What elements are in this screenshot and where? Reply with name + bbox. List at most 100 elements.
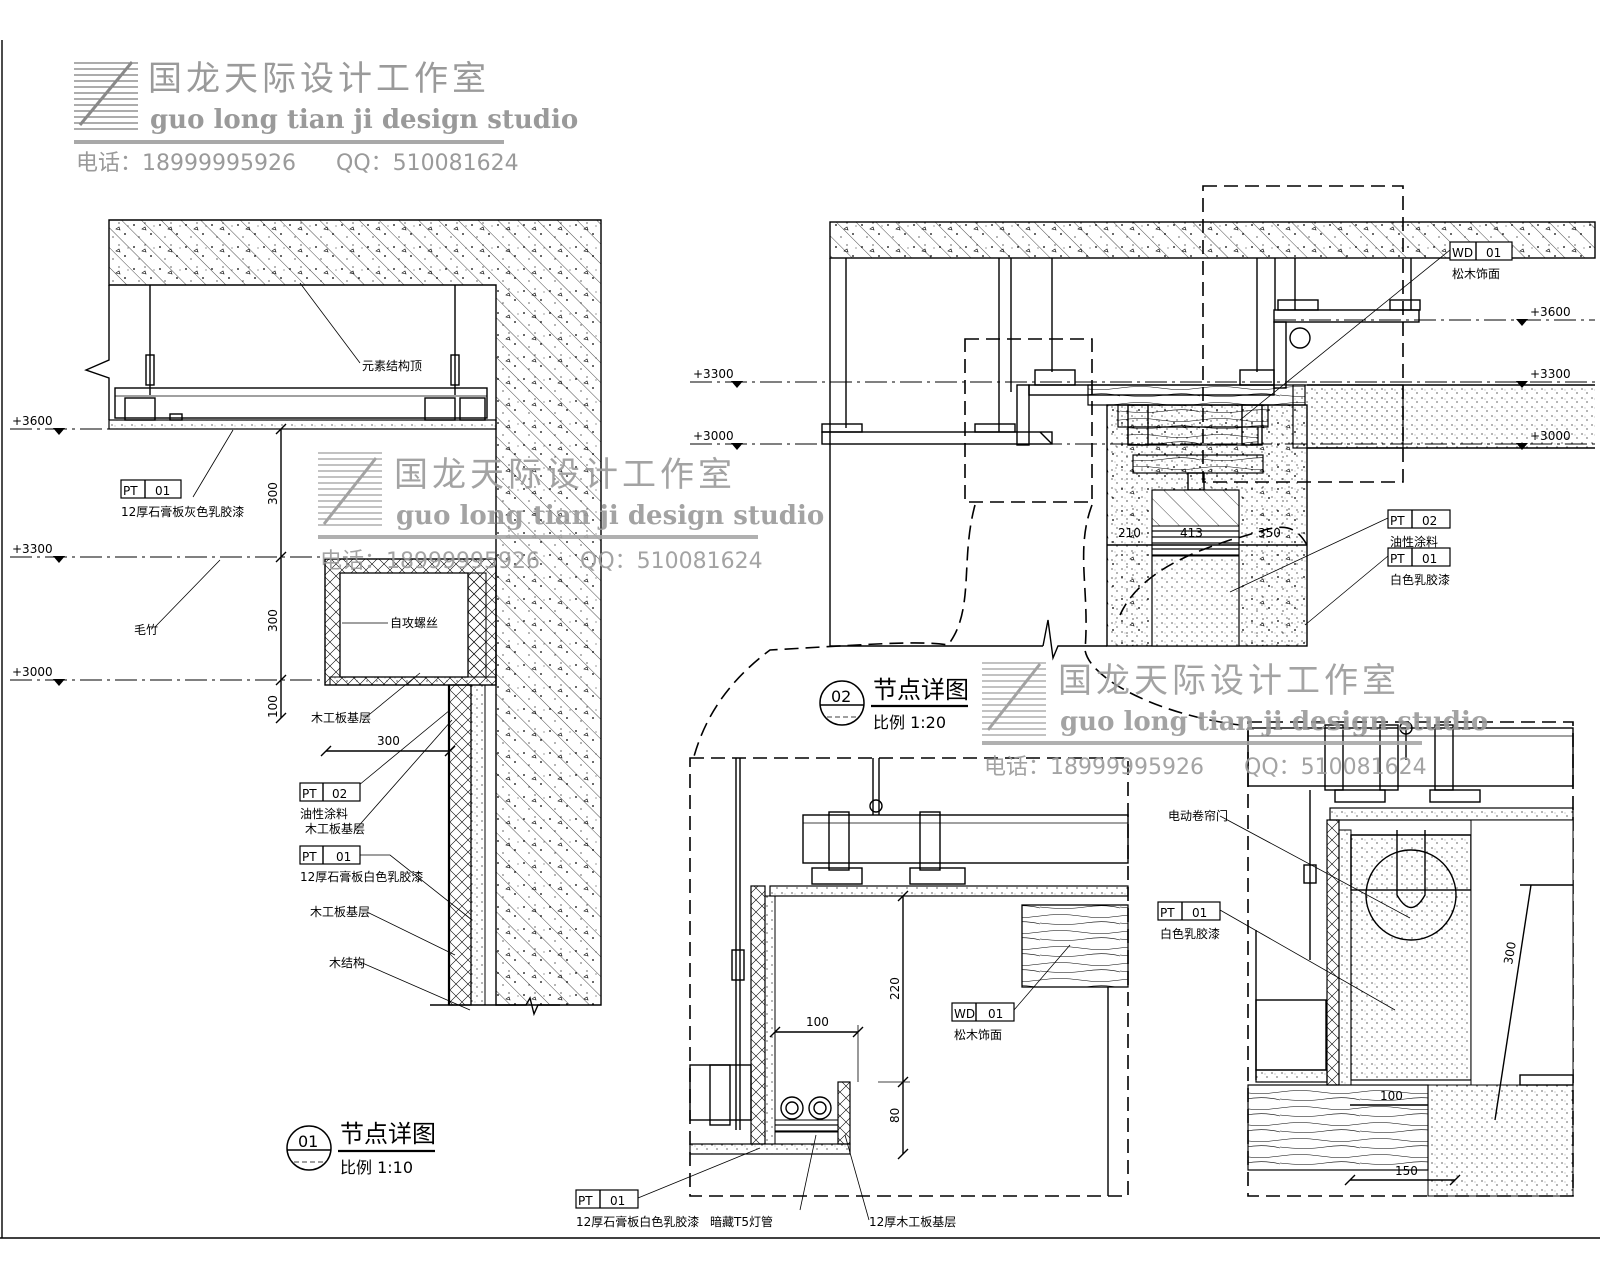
- label-t5: 暗藏T5灯管: [710, 1214, 773, 1229]
- label-wood-base-3: 木工板基层: [310, 905, 370, 919]
- dim-210: 210: [1118, 526, 1141, 540]
- tag-pt01-d4: PT 01: [1157, 901, 1221, 921]
- svg-text:PT: PT: [1390, 552, 1405, 566]
- label-pine-d3: 松木饰面: [954, 1028, 1002, 1042]
- tag-pt02-d2: PT 02: [1387, 509, 1451, 529]
- svg-text:01: 01: [988, 1007, 1003, 1021]
- detail-02-title: 02 节点详图 比例 1:20: [819, 676, 969, 732]
- svg-text:01: 01: [610, 1194, 625, 1208]
- tag-pt01-white: PT 01: [299, 845, 361, 865]
- svg-text:国龙天际设计工作室: 国龙天际设计工作室: [394, 455, 736, 495]
- level-3600-right-d2: +3600: [1516, 305, 1571, 326]
- svg-text:02: 02: [332, 787, 347, 801]
- svg-text:PT: PT: [302, 787, 317, 801]
- level-3300-marker: +3300: [12, 542, 65, 563]
- dim-100: 100: [266, 695, 280, 718]
- level-3600-marker: +3600: [12, 414, 65, 435]
- label-white-latex-d2: 白色乳胶漆: [1390, 572, 1450, 587]
- svg-text:guo long tian ji design studio: guo long tian ji design studio: [396, 501, 824, 531]
- dim-220: 220: [888, 977, 902, 1000]
- watermark-cn: 国龙天际设计工作室: [148, 59, 490, 99]
- level-3300-left-d2: +3300: [693, 367, 743, 388]
- dim-300-horizontal: 300: [377, 734, 400, 748]
- tag-pt02: PT 02: [299, 782, 361, 802]
- svg-text:+3000: +3000: [693, 429, 734, 443]
- watermark-center: 国龙天际设计工作室 guo long tian ji design studio…: [318, 452, 824, 574]
- svg-text:01: 01: [1192, 906, 1207, 920]
- detail-04: 300 100 150 电动卷帘门 PT 01 白色乳胶漆: [1157, 721, 1574, 1197]
- svg-text:+3000: +3000: [1530, 429, 1571, 443]
- watermark-en: guo long tian ji design studio: [150, 105, 578, 135]
- level-3000-left-d2: +3000: [693, 429, 743, 450]
- svg-text:WD: WD: [1452, 246, 1473, 260]
- label-pine-d2: 松木饰面: [1452, 267, 1500, 281]
- svg-text:比例 1:20: 比例 1:20: [873, 713, 946, 732]
- svg-text:PT: PT: [123, 484, 138, 498]
- svg-text:电话：18999995926: 电话：18999995926: [320, 549, 540, 574]
- svg-text:01: 01: [336, 850, 351, 864]
- label-oil-paint: 油性涂料: [300, 806, 348, 821]
- label-gypsum-white: 12厚石膏板白色乳胶漆: [300, 869, 423, 884]
- svg-text:02: 02: [1422, 514, 1437, 528]
- svg-text:PT: PT: [302, 850, 317, 864]
- svg-text:guo long tian ji design studio: guo long tian ji design studio: [1060, 707, 1488, 737]
- label-white-latex-d4: 白色乳胶漆: [1160, 926, 1220, 941]
- svg-text:+3300: +3300: [1530, 367, 1571, 381]
- dim-350: 350: [1258, 526, 1281, 540]
- label-oil-paint-d2: 油性涂料: [1390, 534, 1438, 549]
- tag-wd01-d2: WD 01: [1449, 241, 1513, 261]
- dim-300-d4: 300: [1501, 941, 1519, 966]
- level-3300-right-d2: +3300: [1516, 367, 1571, 388]
- dim-80: 80: [888, 1108, 902, 1123]
- dim-300-upper: 300: [266, 482, 280, 505]
- svg-text:节点详图: 节点详图: [873, 676, 969, 704]
- svg-text:PT: PT: [578, 1194, 593, 1208]
- svg-text:02: 02: [831, 687, 851, 706]
- svg-text:比例 1:10: 比例 1:10: [340, 1158, 413, 1177]
- svg-text:+3600: +3600: [12, 414, 53, 428]
- svg-text:国龙天际设计工作室: 国龙天际设计工作室: [1058, 661, 1400, 701]
- detail-01: +3600 +3300 +3000 300 300 100 300 元素结构顶 …: [10, 219, 602, 1177]
- label-screw: 自攻螺丝: [390, 616, 438, 630]
- watermark-phone: 电话：18999995926: [76, 151, 296, 176]
- watermark-qq: QQ：510081624: [336, 151, 519, 176]
- tag-wd01-d3: WD 01: [951, 1002, 1015, 1022]
- detail-03: 220 80 100 PT 01 12厚石膏板白色乳胶漆 暗藏T5灯管 12厚木…: [575, 757, 1129, 1229]
- level-3000-right-d2: +3000: [1516, 429, 1571, 450]
- label-gypsum-white-d3: 12厚石膏板白色乳胶漆: [576, 1214, 699, 1229]
- studio-logo-icon: [74, 58, 138, 132]
- label-wood12: 12厚木工板基层: [869, 1215, 956, 1229]
- detail-02: 210 413 350 +3300 +3000 +3600: [690, 185, 1596, 761]
- svg-text:+3000: +3000: [12, 665, 53, 679]
- tag-pt01-grey: PT 01: [120, 479, 182, 499]
- dim-100-d3: 100: [806, 1015, 829, 1029]
- svg-text:01: 01: [298, 1132, 318, 1151]
- detail-01-title: 01 节点详图 比例 1:10: [286, 1120, 436, 1177]
- svg-text:01: 01: [155, 484, 170, 498]
- svg-text:QQ：510081624: QQ：510081624: [1244, 755, 1427, 780]
- tag-pt01-d3: PT 01: [575, 1189, 639, 1209]
- svg-text:PT: PT: [1390, 514, 1405, 528]
- dim-413: 413: [1180, 526, 1203, 540]
- label-wood-base: 木工板基层: [311, 711, 371, 725]
- svg-text:QQ：510081624: QQ：510081624: [580, 549, 763, 574]
- label-gypsum-grey: 12厚石膏板灰色乳胶漆: [121, 504, 244, 519]
- label-maosong: 毛竹: [134, 623, 158, 637]
- label-wood-base-2: 木工板基层: [305, 822, 365, 836]
- svg-text:电话：18999995926: 电话：18999995926: [984, 755, 1204, 780]
- dim-100-d4: 100: [1380, 1089, 1403, 1103]
- dim-300-lower: 300: [266, 609, 280, 632]
- svg-text:WD: WD: [954, 1007, 975, 1021]
- level-3000-marker: +3000: [12, 665, 65, 686]
- dim-150-d4: 150: [1395, 1164, 1418, 1178]
- svg-text:01: 01: [1486, 246, 1501, 260]
- svg-text:+3300: +3300: [12, 542, 53, 556]
- watermark-top-left: 国龙天际设计工作室 guo long tian ji design studio…: [74, 58, 578, 176]
- svg-text:PT: PT: [1160, 906, 1175, 920]
- watermark-right: 国龙天际设计工作室 guo long tian ji design studio…: [982, 658, 1488, 780]
- label-wood-structure: 木结构: [329, 955, 365, 970]
- label-curtain: 电动卷帘门: [1168, 808, 1228, 823]
- svg-text:01: 01: [1422, 552, 1437, 566]
- svg-text:+3300: +3300: [693, 367, 734, 381]
